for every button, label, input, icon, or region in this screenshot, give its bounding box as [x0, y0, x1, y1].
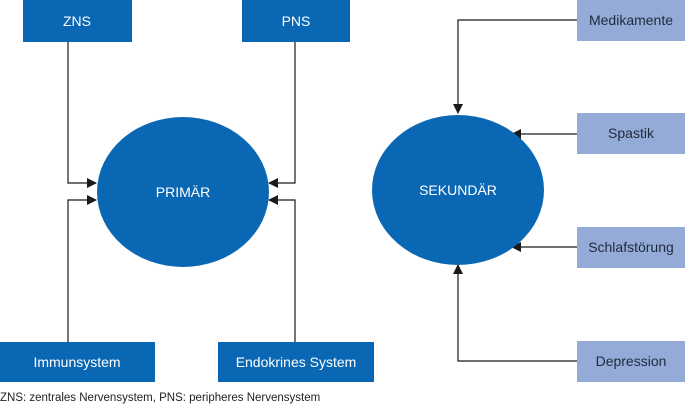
connector-zns-to-primaer	[67, 42, 97, 188]
sekundaer-label: SEKUNDÄR	[419, 182, 497, 198]
depression-label: Depression	[596, 353, 667, 369]
immunsystem-box: Immunsystem	[0, 342, 155, 382]
medikamente-label: Medikamente	[589, 12, 673, 28]
connector-pns-to-primaer	[268, 42, 296, 188]
connector-medikamente-to-sekundaer	[453, 19, 577, 114]
zns-label: ZNS	[63, 13, 91, 29]
connector-endokrines-system-to-primaer	[268, 195, 296, 342]
diagram-caption: ZNS: zentrales Nervensystem, PNS: periph…	[0, 392, 321, 404]
primaer-node: PRIMÄR	[97, 117, 269, 267]
pns-label: PNS	[282, 13, 311, 29]
medikamente-box: Medikamente	[577, 0, 685, 41]
primaer-label: PRIMÄR	[156, 184, 210, 200]
spastik-label: Spastik	[608, 125, 655, 141]
spastik-box: Spastik	[577, 113, 685, 154]
endokrines-system-label: Endokrines System	[236, 354, 357, 370]
connector-immunsystem-to-primaer	[67, 195, 97, 342]
zns-box: ZNS	[23, 0, 132, 42]
schlafstoerung-label: Schlafstörung	[588, 239, 674, 255]
endokrines-system-box: Endokrines System	[218, 342, 374, 382]
connector-depression-to-sekundaer	[453, 264, 577, 362]
schlafstoerung-box: Schlafstörung	[577, 227, 685, 268]
immunsystem-label: Immunsystem	[33, 354, 120, 370]
pns-box: PNS	[242, 0, 350, 42]
sekundaer-node: SEKUNDÄR	[372, 115, 544, 265]
depression-box: Depression	[577, 341, 685, 382]
